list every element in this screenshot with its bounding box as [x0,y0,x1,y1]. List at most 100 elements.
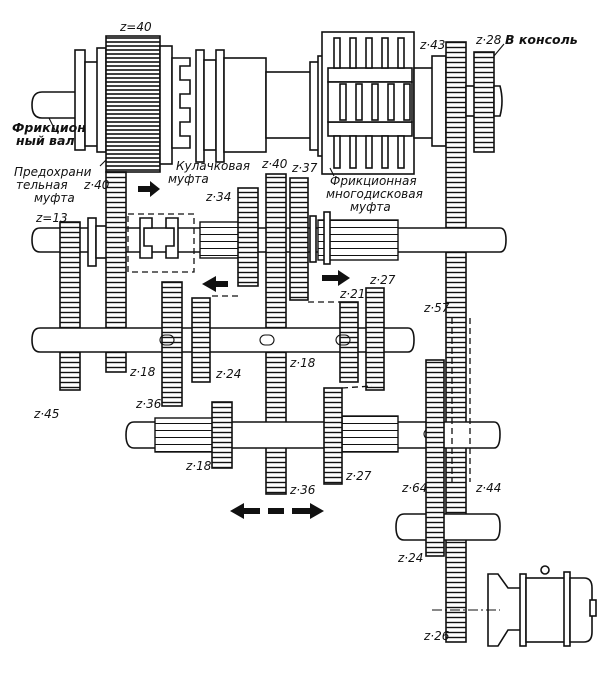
clutch-plate-top [333,37,341,69]
label-z36-a: z·36 [135,397,162,411]
flange-4 [195,49,205,163]
gear-z28 [473,51,495,153]
label-z18-b: z·18 [289,356,316,370]
collar [223,57,267,153]
clutch-plate-bottom [349,135,357,169]
clutch-disc [371,83,379,121]
shaft-3-body [31,327,415,353]
caption-safety-clutch-2: тельная [16,178,68,192]
shaft-5 [395,318,501,557]
arrow-right-cam-clutch [138,181,160,197]
gear-z37 [289,177,309,301]
clutch-plate-top [349,37,357,69]
label-z34: z·34 [205,190,231,204]
shaft-3 [31,281,415,407]
label-z18-a: z·18 [129,365,156,379]
arrow-left-shaft4 [230,503,260,519]
shaft-4 [125,385,501,485]
clutch-plate-top [365,37,373,69]
motor-ring-2 [563,571,571,647]
ghost-links [212,295,340,303]
label-z36-b: z·36 [289,483,316,497]
clutch-inner-bottom [327,121,413,137]
arrow-bidirectional-shaft4 [230,503,324,519]
label-z24-a: z·24 [215,367,241,381]
gear-z24-a [191,297,211,383]
label-z57: z·57 [423,301,450,315]
label-z40-mid: z·40 [261,157,288,171]
motor-body [525,577,567,643]
label-z44: z·44 [475,481,501,495]
clutch-disc [387,83,395,121]
caption-cam-clutch-2: муфта [168,172,209,186]
label-z26: z·26 [423,629,450,643]
caption-cam-clutch-1: Кулачковая [176,159,250,173]
cam-clutch-ghost [127,213,195,273]
flange-s2c [323,211,331,265]
arrow-right-shaft4 [292,503,324,519]
leader-multidisc [329,167,335,177]
label-z40-safety: z·40 [83,178,110,192]
ghost-chain [451,318,471,482]
caption-friction-shaft-1: Фрикцион [12,120,86,135]
shaft-1-friction-shaft [31,31,503,643]
key-slot-3 [335,334,351,346]
caption-safety-clutch-3: муфта [34,191,75,205]
gear-z34 [237,187,259,287]
arrow-right-shaft2 [322,270,350,286]
caption-safety-clutch-1: Предохрани [14,165,92,179]
caption-console: В консоль [505,32,578,47]
motor-end-cap [569,577,593,643]
key-slot-1 [159,334,175,346]
electric-motor [432,565,597,647]
label-z40-top: z=40 [119,20,152,34]
clutch-inner-top [327,67,413,83]
label-z18-c: z·18 [185,459,212,473]
shaft-5-body [395,513,501,541]
ghost-link-4 [341,385,373,389]
leader-friction-shaft [48,117,56,131]
clutch-disc [355,83,363,121]
arrow-left-shaft2 [202,276,228,292]
flange-s2b [309,215,317,263]
label-z37: z·37 [291,161,318,175]
caption-multidisc-3: муфта [350,200,391,214]
label-z27-b: z·27 [345,469,372,483]
label-z64: z·64 [401,481,427,495]
label-z27-a: z·27 [369,273,396,287]
label-z43: z·43 [419,38,445,52]
gear-z64-z24 [425,359,445,557]
label-z24-b: z·24 [397,551,423,565]
flange-5 [215,49,225,163]
gear-z40-z18 [105,171,127,373]
shaft-1-right [413,67,435,139]
clutch-plate-bottom [333,135,341,169]
gear-z27-a [365,287,385,391]
flange-s2a [87,217,97,267]
shaft-4-spline-right [341,415,399,453]
flange-2 [96,47,107,153]
clutch-plate-bottom [397,135,405,169]
label-z45: z·45 [33,407,59,421]
clutch-discs [333,37,411,169]
hub-2 [203,59,217,151]
flange-3 [159,45,173,165]
caption-friction-shaft-2: ный вал [16,133,75,148]
gear-z18-c [211,401,233,469]
hub-3 [431,55,447,147]
cam-clutch-left [139,217,153,259]
caption-multidisc-2: многодисковая [326,187,423,201]
clutch-plate-bottom [381,135,389,169]
gear-z27-b [323,387,343,485]
clutch-plate-top [381,37,389,69]
motor-terminal [589,599,597,617]
label-z28: z·28 [475,33,502,47]
clutch-plate-bottom [365,135,373,169]
clutch-disc [403,83,411,121]
motor-eyebolt [540,565,550,575]
caption-multidisc-1: Фрикционная [330,174,417,188]
flange-1 [74,49,86,151]
clutch-disc [339,83,347,121]
